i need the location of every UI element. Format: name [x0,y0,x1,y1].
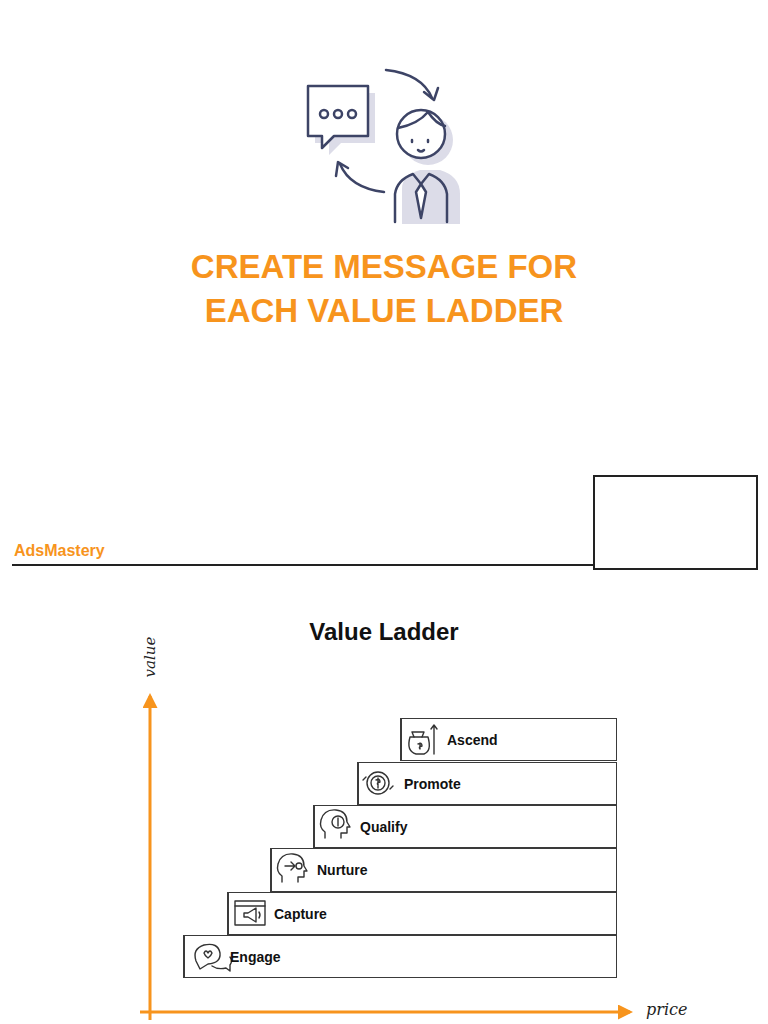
ascend-icon [409,725,437,754]
capture-icon [235,901,265,925]
price-axis [140,1011,630,1014]
blank-box [594,476,757,569]
step-label: Capture [274,906,327,922]
ladder-step: Capture [227,892,617,935]
ladder-step: Promote [357,762,617,805]
ladder-step: Ascend [400,718,617,761]
promote-icon [363,772,393,794]
page-title: CREATE MESSAGE FOR EACH VALUE LADDER [144,245,624,333]
ladder-step: Qualify [313,805,617,848]
step-label: Nurture [317,862,368,878]
nurture-icon [278,854,308,882]
axis-label: price [646,1000,687,1019]
qualify-icon [321,810,351,838]
value-axis [149,696,152,1020]
chart-title: Value Ladder [309,618,458,646]
engage-icon [195,944,232,971]
ladder-step: Engage [183,935,617,978]
step-label: Qualify [360,819,407,835]
brand-label: AdsMastery [14,542,105,560]
chat-person-icon [308,70,460,224]
step-label: Promote [404,776,461,792]
step-label: Ascend [447,732,498,748]
step-label: Engage [230,949,281,965]
ladder-step: Nurture [270,848,617,892]
axis-label: value [141,637,159,678]
divider-line [12,564,596,566]
